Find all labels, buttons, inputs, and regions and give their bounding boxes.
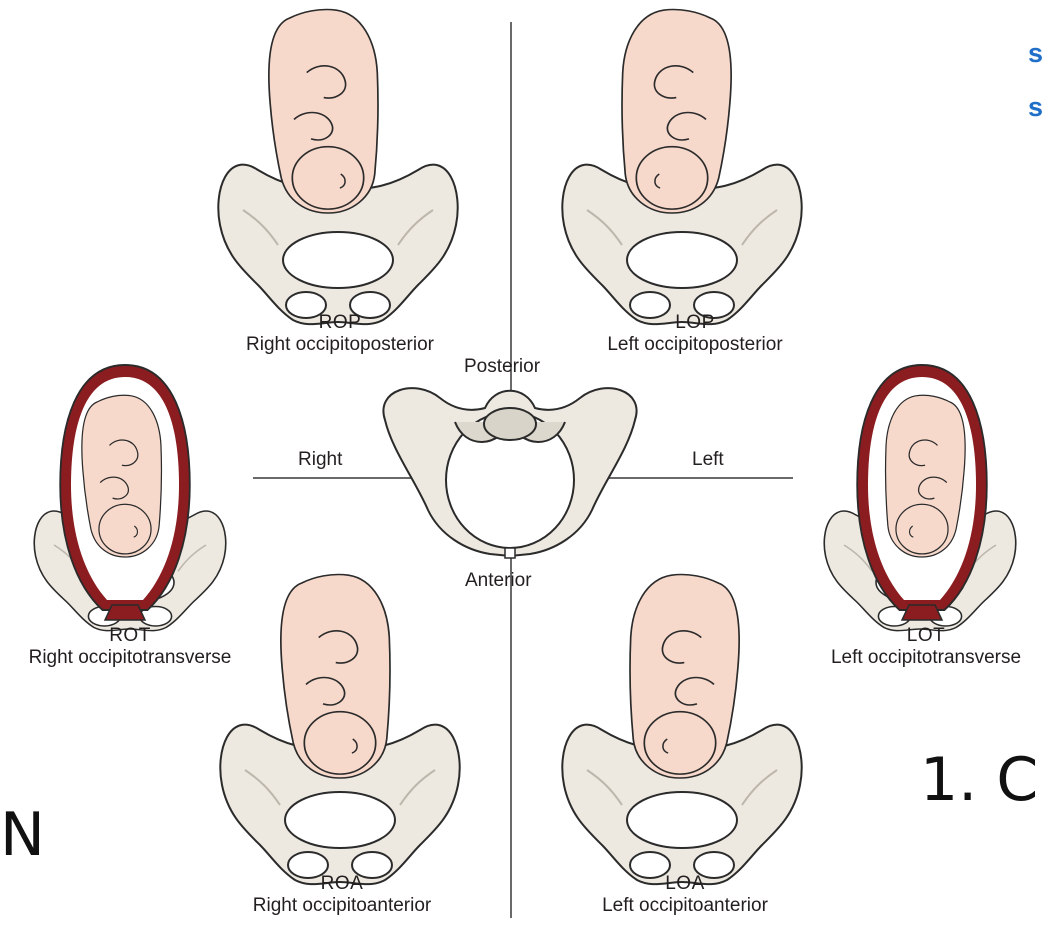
blue-fragment-2: s	[1028, 92, 1043, 123]
rop-caption: ROP Right occipitoposterior	[226, 312, 454, 356]
left-label: Left	[692, 449, 724, 471]
lot-illustration	[824, 365, 1016, 631]
rop-illustration	[218, 10, 457, 325]
loa-abbr: LOA	[575, 873, 795, 895]
rop-name: Right occipitoposterior	[226, 334, 454, 356]
lot-caption: LOT Left occipitotransverse	[803, 625, 1049, 669]
anterior-label: Anterior	[465, 570, 532, 592]
lot-abbr: LOT	[803, 625, 1049, 647]
rop-abbr: ROP	[226, 312, 454, 334]
rot-abbr: ROT	[2, 625, 258, 647]
lop-caption: LOP Left occipitoposterior	[585, 312, 805, 356]
left-big-fragment: N	[0, 800, 45, 870]
roa-name: Right occipitoanterior	[228, 895, 456, 917]
rot-illustration	[34, 365, 226, 631]
right-label: Right	[298, 449, 342, 471]
center-pelvis-illustration	[383, 388, 636, 558]
lop-illustration	[562, 10, 801, 325]
loa-illustration	[562, 575, 801, 885]
lop-abbr: LOP	[585, 312, 805, 334]
lot-name: Left occipitotransverse	[803, 647, 1049, 669]
roa-caption: ROA Right occipitoanterior	[228, 873, 456, 917]
roa-illustration	[220, 575, 459, 885]
blue-fragment-1: s	[1028, 38, 1043, 69]
rot-name: Right occipitotransverse	[2, 647, 258, 669]
roa-abbr: ROA	[228, 873, 456, 895]
rot-caption: ROT Right occipitotransverse	[2, 625, 258, 669]
loa-name: Left occipitoanterior	[575, 895, 795, 917]
lop-name: Left occipitoposterior	[585, 334, 805, 356]
right-big-fragment: 1. C	[920, 745, 1038, 815]
posterior-label: Posterior	[464, 356, 540, 378]
loa-caption: LOA Left occipitoanterior	[575, 873, 795, 917]
